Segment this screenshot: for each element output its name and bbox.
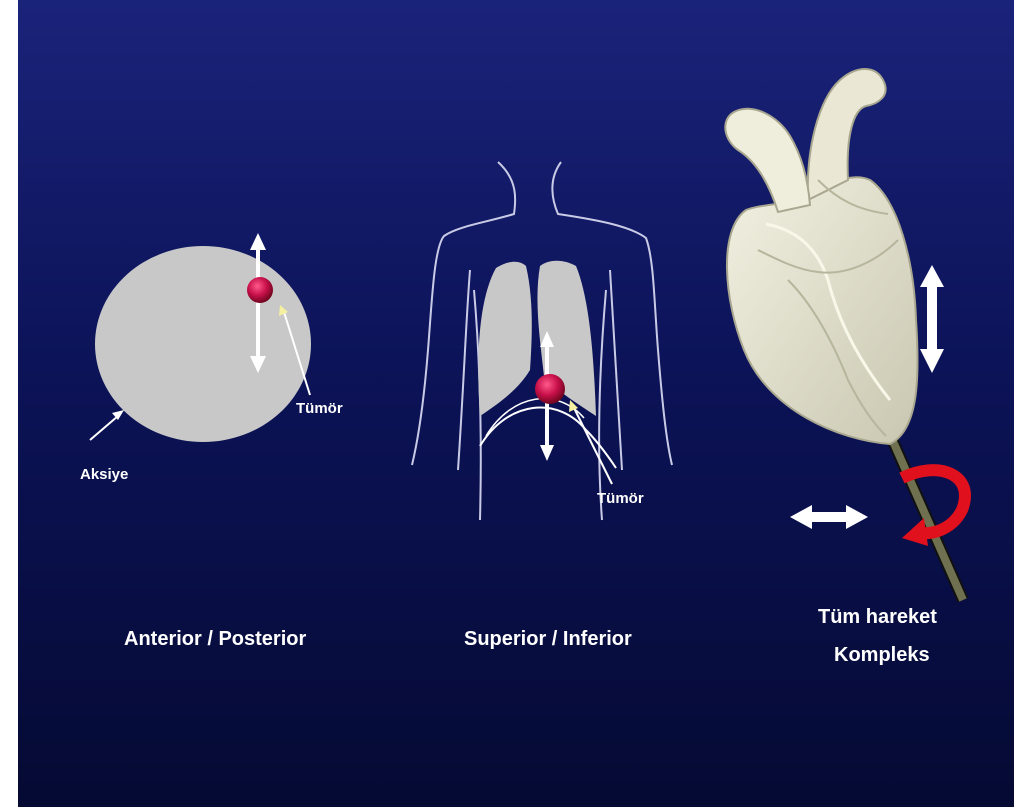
axial-cross-section bbox=[95, 246, 311, 442]
caption-complex-line2: Kompleks bbox=[834, 644, 930, 667]
panel-superior-inferior bbox=[412, 162, 672, 520]
tumor-ap bbox=[247, 277, 273, 303]
panel-anterior-posterior bbox=[90, 233, 311, 442]
caption-superior-inferior: Superior / Inferior bbox=[464, 628, 632, 651]
slide-background: Tümör Aksiye Anterior / Posterior Tümör … bbox=[18, 0, 1014, 807]
horizontal-motion-arrow bbox=[790, 505, 868, 529]
tumor-pointer-si bbox=[574, 408, 612, 484]
diagram-canvas bbox=[18, 0, 1014, 807]
caption-complex-line1: Tüm hareket bbox=[818, 606, 937, 629]
caption-anterior-posterior: Anterior / Posterior bbox=[124, 628, 306, 651]
vertical-motion-arrow-complex bbox=[920, 265, 944, 373]
panel-complex-motion bbox=[725, 69, 965, 600]
tumor-label-ap: Tümör bbox=[296, 400, 343, 417]
tumor-label-si: Tümör bbox=[597, 490, 644, 507]
left-lung bbox=[478, 262, 532, 416]
axis-pointer bbox=[90, 416, 118, 440]
tumor-si bbox=[535, 374, 565, 404]
heart-illustration bbox=[725, 69, 917, 444]
axis-label: Aksiye bbox=[80, 466, 128, 483]
